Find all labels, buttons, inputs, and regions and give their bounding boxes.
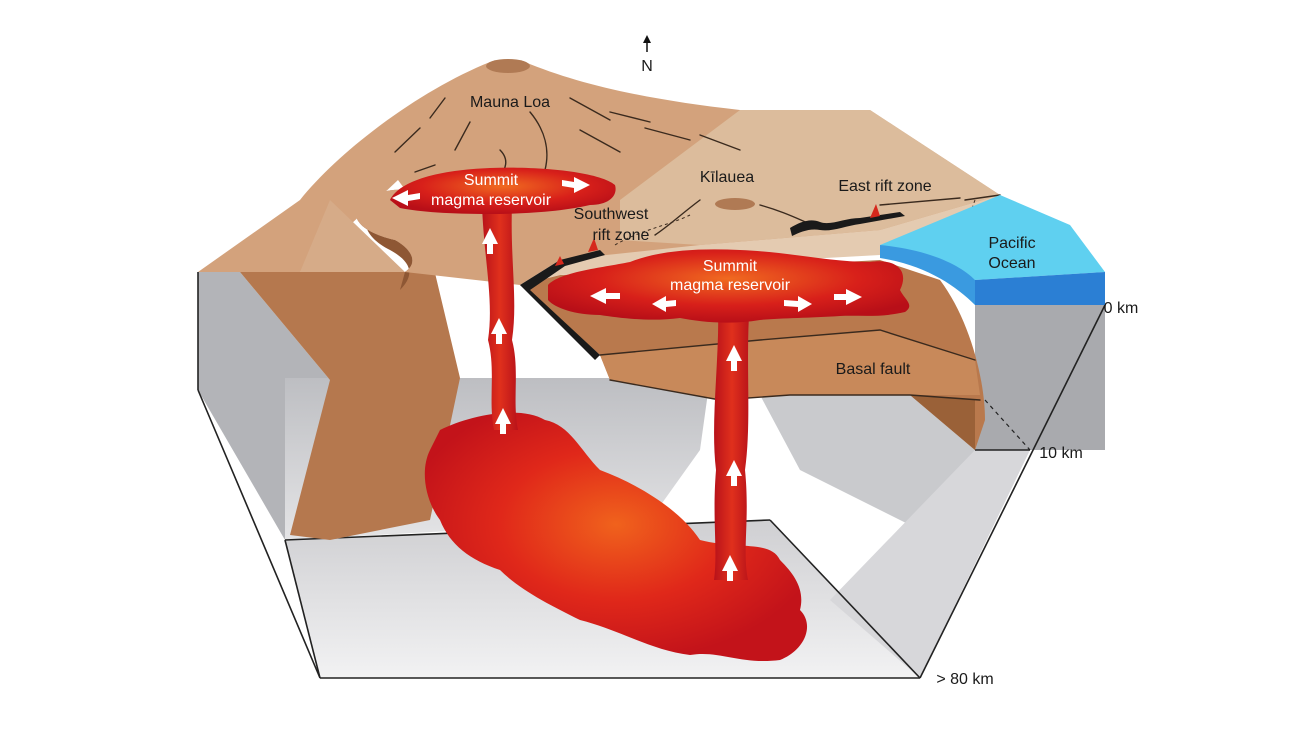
east-rift-fissure <box>790 212 905 236</box>
eruption-vent <box>588 238 598 252</box>
arrow-up-icon <box>482 228 498 254</box>
ridge-line <box>529 111 548 171</box>
kilauea-label: Kīlauea <box>700 169 754 186</box>
mauna-loa-label: Mauna Loa <box>470 94 550 111</box>
fault-line <box>879 197 961 206</box>
box-edge <box>197 389 321 679</box>
southwest-rift-fissure <box>520 250 605 360</box>
east-rift-zone-label: East rift zone <box>838 178 931 195</box>
pacific-ocean-label-line1: Pacific <box>988 235 1035 252</box>
mauna-loa-reservoir-label-line2: magma reservoir <box>431 192 552 209</box>
arrow-left-icon <box>590 288 620 304</box>
kilauea-layer-dark <box>910 395 975 450</box>
depth-0-label: 0 km <box>1104 300 1139 317</box>
kilauea-conduit <box>714 300 750 580</box>
ridge-line <box>569 97 611 121</box>
mauna-loa-reservoir-label-line1: Summit <box>464 172 519 189</box>
arrow-left-icon <box>652 296 676 312</box>
surface <box>198 59 1060 360</box>
ocean <box>880 195 1105 305</box>
box-edge <box>284 539 321 679</box>
ridge-line <box>609 111 651 123</box>
ridge-line <box>454 121 471 151</box>
mauna-loa-crater <box>486 59 530 73</box>
eruption-vent <box>555 256 564 266</box>
arrow-up-icon <box>722 555 738 581</box>
right-wall <box>975 305 1105 450</box>
kilauea-reservoir-label-line1: Summit <box>703 258 758 275</box>
mauna-loa-reservoir <box>390 167 616 214</box>
kilauea-crater <box>715 198 755 210</box>
arrow-up-icon <box>491 318 507 344</box>
basal-fault-line <box>599 329 976 361</box>
fault-line <box>654 199 701 236</box>
ridge-line <box>394 127 421 153</box>
ridge-line <box>644 127 691 141</box>
basal-fault-label: Basal fault <box>836 361 911 378</box>
pacific-ocean-label-line2: Ocean <box>988 255 1035 272</box>
kilauea-layer <box>600 330 980 400</box>
east-surface <box>620 110 1000 245</box>
southwest-rift-zone-label-line2: rift zone <box>593 227 650 244</box>
kilauea-reservoir <box>548 249 910 323</box>
arrow-up-icon <box>726 345 742 371</box>
depth-80-label: > 80 km <box>936 671 993 688</box>
right-wall-lower <box>830 450 1030 678</box>
north-label: N <box>641 58 653 75</box>
kilauea-reservoir-label-line2: magma reservoir <box>670 277 791 294</box>
depth-dashed-line <box>984 399 1031 451</box>
box-edge <box>769 519 921 679</box>
ocean-slope <box>880 245 975 305</box>
back-wall-right <box>760 395 975 530</box>
depth-10-label: 10 km <box>1039 445 1083 462</box>
ridge-line <box>429 97 446 119</box>
arrow-up-icon <box>495 408 511 434</box>
layer-line <box>609 379 981 401</box>
ridge-line <box>414 164 436 173</box>
deep-magma-source <box>424 412 808 662</box>
north-indicator: N <box>641 35 653 75</box>
surface-plain <box>198 200 405 272</box>
arrow-left-icon <box>392 190 420 206</box>
ridge-line <box>579 129 621 153</box>
southwest-rift-zone-label-line1: Southwest <box>574 206 649 223</box>
arrow-up-icon <box>726 460 742 486</box>
arrow-right-icon <box>784 296 812 312</box>
mauna-loa-conduit <box>482 205 518 430</box>
arrow-right-icon <box>562 177 590 193</box>
box-edge <box>919 304 1106 679</box>
arrow-right-icon <box>834 289 862 305</box>
fault-line <box>964 194 1001 201</box>
mauna-loa-cut-shadow <box>356 193 418 290</box>
eruption-vent <box>870 204 880 218</box>
ocean-front <box>975 272 1105 305</box>
ridge-line <box>699 134 741 151</box>
rift-dashed-line <box>614 214 691 246</box>
flow-arrows <box>392 177 862 581</box>
north-arrow-head-icon <box>643 35 651 43</box>
